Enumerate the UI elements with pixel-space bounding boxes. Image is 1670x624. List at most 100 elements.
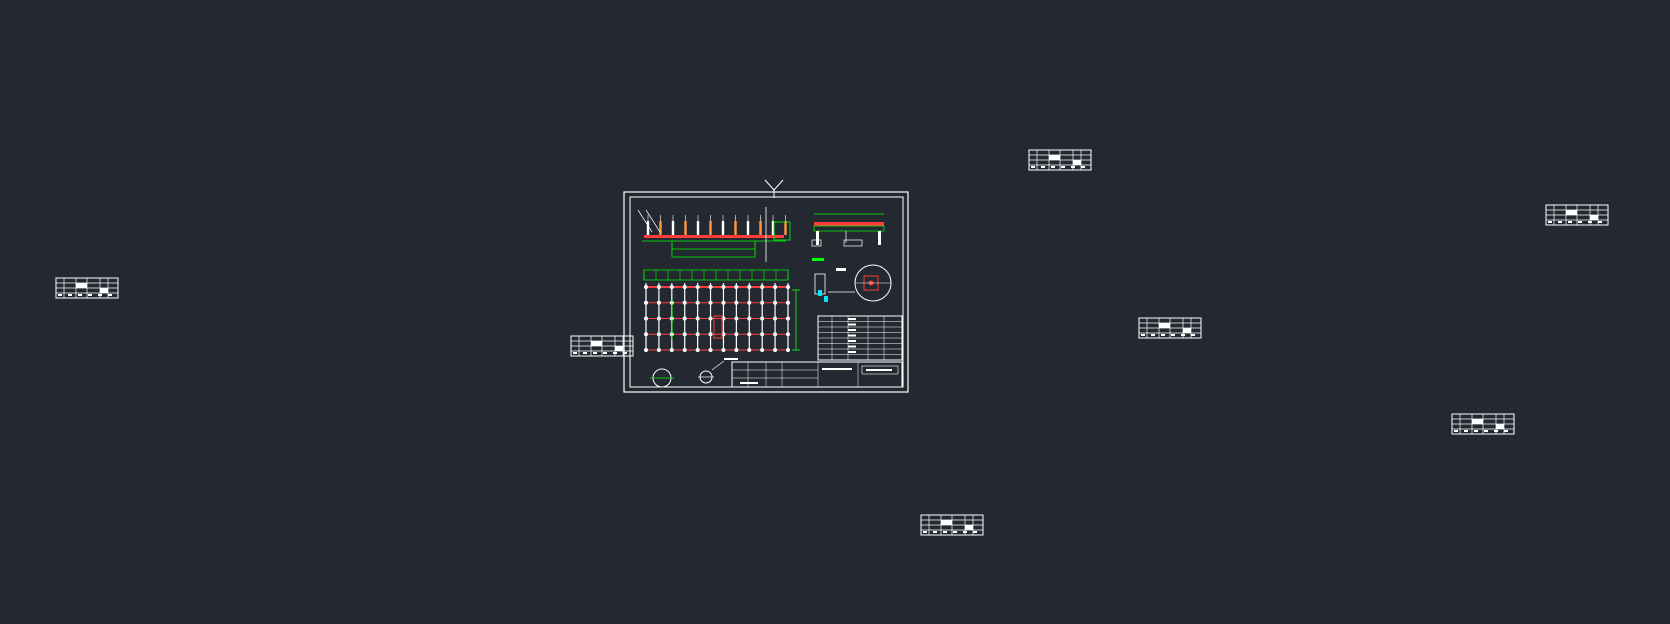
plan-column-node <box>747 348 752 352</box>
table-text-mark <box>1031 166 1035 168</box>
title-block-table <box>1028 149 1092 171</box>
table-filled-cell <box>941 520 952 525</box>
plan-column-node <box>682 300 687 305</box>
table-text-mark <box>1061 166 1065 168</box>
table-text-mark <box>1041 166 1045 168</box>
plan-column-node <box>747 285 752 289</box>
plan-column-node <box>786 300 790 305</box>
section-base <box>843 239 863 247</box>
table-filled-cell <box>1183 328 1191 333</box>
table-text-mark <box>1161 334 1165 336</box>
table-text-mark <box>933 531 937 533</box>
elevation-post <box>721 221 725 235</box>
title-block-table <box>1545 204 1609 226</box>
table-filled-cell <box>965 525 973 530</box>
plan-column-node <box>644 285 648 289</box>
plan-column-node <box>734 332 739 337</box>
elevation-post <box>684 221 687 235</box>
table-filled-cell <box>1049 155 1060 160</box>
table-text-mark <box>943 531 947 533</box>
plan-column-node <box>682 316 687 321</box>
plan-column-node <box>760 332 765 337</box>
title-block-name-box <box>861 365 899 375</box>
table-text-mark <box>88 294 92 296</box>
section-post <box>816 231 819 245</box>
elevation-leader <box>637 209 653 233</box>
title-block-table <box>570 335 634 357</box>
plan-column-node <box>695 300 700 305</box>
table-text-mark <box>1588 221 1592 223</box>
elevation-post <box>659 221 662 235</box>
material-table <box>817 315 903 361</box>
detail-label-bar <box>836 268 846 271</box>
plan-column-node <box>760 316 765 321</box>
plan-column-node <box>708 332 713 337</box>
table-text-mark <box>1598 221 1602 223</box>
table-text-mark <box>923 531 927 533</box>
small-details <box>650 358 738 388</box>
table-text-mark <box>603 352 607 354</box>
elevation-leader <box>645 209 661 233</box>
plan-column-node <box>786 348 790 352</box>
table-filled-cell <box>1472 419 1483 424</box>
plan-column-node <box>786 332 790 337</box>
table-text-mark <box>623 352 627 354</box>
table-text-mark <box>583 352 587 354</box>
material-table-entry <box>848 329 856 331</box>
material-table-entry <box>848 345 856 348</box>
title-block-table <box>1138 317 1202 339</box>
table-text-mark <box>1578 221 1582 223</box>
plan-column-node <box>773 348 778 352</box>
table-text-mark <box>68 294 72 296</box>
table-filled-cell <box>1159 323 1170 328</box>
plan-column-node <box>695 332 700 337</box>
table-text-mark <box>1081 166 1085 168</box>
plan-column-node <box>644 332 648 337</box>
plan-column-node <box>656 316 661 321</box>
plan-column-node <box>644 316 648 321</box>
table-text-mark <box>1151 334 1155 336</box>
elevation-post <box>646 221 650 235</box>
plan-column-node <box>747 300 752 305</box>
loose-title-blocks <box>55 149 1609 536</box>
table-text-mark <box>973 531 977 533</box>
elevation-post <box>734 221 737 235</box>
drawing-sheet[interactable] <box>623 179 909 393</box>
plan-column-node <box>734 348 739 352</box>
table-filled-cell <box>615 346 623 351</box>
elevation-post <box>784 221 787 235</box>
table-filled-cell <box>1073 160 1081 165</box>
plan-column-node <box>695 285 700 289</box>
section-view <box>811 213 885 247</box>
material-table-entry <box>848 334 856 337</box>
plan-column-node <box>760 285 765 289</box>
title-block-border <box>731 361 903 388</box>
plan-column-node <box>644 300 648 305</box>
plan-column-node <box>682 332 687 337</box>
table-text-mark <box>593 352 597 354</box>
ucs-axis <box>764 179 775 191</box>
detail-label-bar <box>724 358 738 360</box>
table-text-mark <box>1568 221 1572 223</box>
table-text-mark <box>1141 334 1145 336</box>
plan-column-node <box>708 285 713 289</box>
plan-column-node <box>786 316 790 321</box>
elevation-end-bracket <box>773 221 791 241</box>
table-text-mark <box>1071 166 1075 168</box>
title-block-table <box>920 514 984 536</box>
table-text-mark <box>1504 430 1508 432</box>
table-text-mark <box>1191 334 1195 336</box>
elevation-beam <box>644 235 784 238</box>
detail-leader <box>711 360 725 371</box>
table-text-mark <box>1484 430 1488 432</box>
material-table-entry <box>848 340 856 342</box>
plan-column-node <box>682 285 687 289</box>
table-filled-cell <box>1566 210 1577 215</box>
title-block-mark <box>740 382 758 384</box>
sheet-outer-border <box>623 191 909 393</box>
title-block-mark <box>822 368 852 370</box>
plan-column-node <box>721 300 726 305</box>
section-top-beam <box>814 222 884 226</box>
